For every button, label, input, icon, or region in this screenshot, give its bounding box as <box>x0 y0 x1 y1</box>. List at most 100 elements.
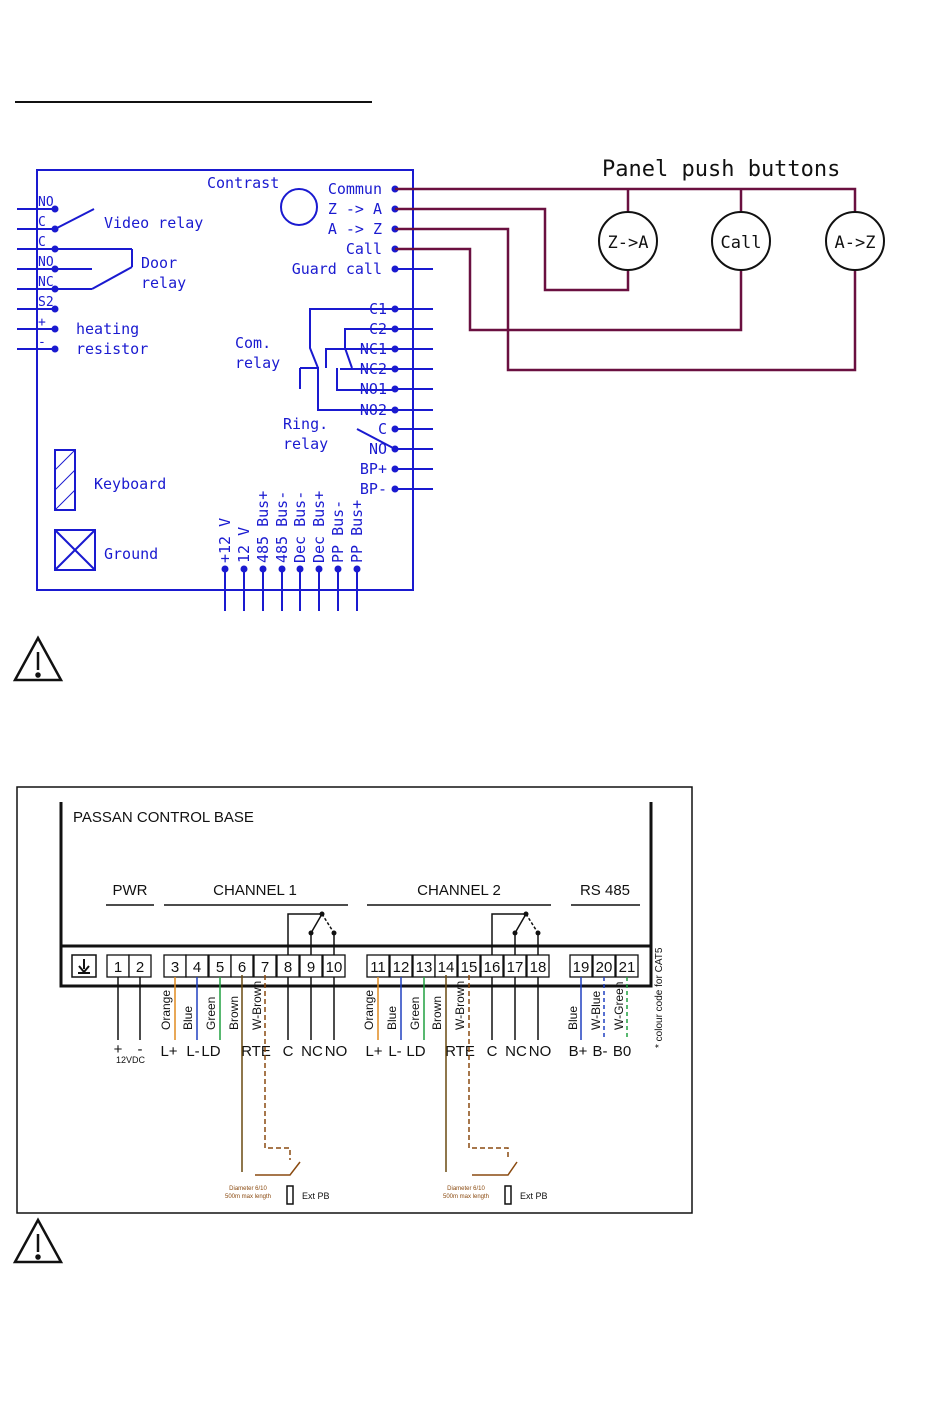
wire-color-label: Brown <box>227 996 241 1030</box>
diameter-note-1a: Diameter 6/10 <box>229 1186 267 1192</box>
ring-relay-label-2: relay <box>283 435 328 453</box>
wire-color-label: Blue <box>181 1006 195 1030</box>
rs485-function-label: B0 <box>613 1043 631 1060</box>
right-terminal-label: BP+ <box>360 460 387 478</box>
ch2-function-label: LD <box>406 1043 425 1060</box>
ch2-function-label: L- <box>388 1043 401 1060</box>
wire-color-label: W-Green <box>612 982 626 1030</box>
rs485-function-label: B- <box>593 1043 608 1060</box>
wire-color-label: Orange <box>159 990 173 1030</box>
contrast-knob <box>280 188 318 226</box>
right-terminal-dot <box>391 465 399 473</box>
left-terminal-dot <box>51 325 59 333</box>
bottom-terminal-dot <box>221 565 229 573</box>
right-terminal-label: NC2 <box>360 360 387 378</box>
panel-wiring-diagram <box>17 169 433 611</box>
ch1-function-label: RTE <box>241 1043 271 1060</box>
button-a-z <box>825 211 885 271</box>
left-terminal-label: NO <box>38 255 54 270</box>
terminal-number: 2 <box>136 959 144 976</box>
left-terminal-dot <box>51 345 59 353</box>
right-terminal-dot <box>391 385 399 393</box>
ch1-function-label: LD <box>201 1043 220 1060</box>
terminal-number: 16 <box>484 959 501 976</box>
contrast-label: Contrast <box>207 174 279 192</box>
video-relay-label: Video relay <box>104 214 203 232</box>
right-terminal-label: Z -> A <box>328 200 382 218</box>
left-terminal-label: + <box>38 315 46 330</box>
terminal-number: 15 <box>461 959 478 976</box>
left-terminal-label: NO <box>38 195 54 210</box>
wire-color-label: Blue <box>385 1006 399 1030</box>
wire-color-label: W-Brown <box>250 981 264 1030</box>
right-terminal-dot <box>391 265 399 273</box>
bottom-terminal-label: 485 Bus+ <box>254 491 272 563</box>
right-terminal-label: C2 <box>369 320 387 338</box>
bottom-terminal-dot <box>353 565 361 573</box>
ch1-function-label: L- <box>186 1043 199 1060</box>
wire-color-label: Orange <box>362 990 376 1030</box>
ch2-function-label: L+ <box>365 1043 382 1060</box>
terminal-number: 6 <box>238 959 246 976</box>
earth-icon <box>78 959 90 974</box>
terminal-number: 17 <box>507 959 524 976</box>
button-z-a-label: Z->A <box>608 233 649 253</box>
bottom-terminal-label: 12 V <box>235 527 253 563</box>
right-terminal-label: NO <box>369 440 387 458</box>
ch2-function-label: NC <box>505 1043 527 1060</box>
heating-label-1: heating <box>76 320 139 338</box>
cat5-note: * colour code for CAT5 <box>654 947 665 1048</box>
right-terminal-label: Call <box>346 240 382 258</box>
com-relay-label-1: Com. <box>235 334 271 352</box>
terminal-number: 12 <box>393 959 410 976</box>
group-channel-2: CHANNEL 2 <box>417 882 501 899</box>
left-terminal-label: C <box>38 215 46 230</box>
wire-color-label: Green <box>204 997 218 1030</box>
bottom-terminal-dot <box>278 565 286 573</box>
right-terminal-label: NC1 <box>360 340 387 358</box>
right-terminal-label: A -> Z <box>328 220 382 238</box>
bottom-terminal-label: Dec Bus- <box>291 491 309 563</box>
group-rs485: RS 485 <box>580 882 630 899</box>
right-terminal-dot <box>391 345 399 353</box>
wire-color-label: W-Brown <box>453 981 467 1030</box>
wire-color-label: Brown <box>430 996 444 1030</box>
terminal-number: 8 <box>284 959 292 976</box>
diameter-note-2a: Diameter 6/10 <box>447 1186 485 1192</box>
bottom-terminal-label: Dec Bus+ <box>310 491 328 563</box>
terminal-number: 1 <box>114 959 122 976</box>
right-terminal-label: NO1 <box>360 380 387 398</box>
terminal-number: 13 <box>416 959 433 976</box>
terminal-number: 14 <box>438 959 455 976</box>
ext-pb-1: Ext PB <box>302 1191 330 1201</box>
keyboard-box <box>54 449 76 511</box>
terminal-number: 3 <box>171 959 179 976</box>
keyboard-label: Keyboard <box>94 475 166 493</box>
ch2-function-label: RTE <box>445 1043 475 1060</box>
pwr-label: + <box>114 1041 123 1058</box>
right-terminal-label: NO2 <box>360 401 387 419</box>
right-terminal-dot <box>391 305 399 313</box>
left-terminal-label: - <box>38 335 46 350</box>
bottom-terminal-dot <box>334 565 342 573</box>
bottom-terminal-label: PP Bus- <box>329 500 347 563</box>
com-relay-label-2: relay <box>235 354 280 372</box>
ext-pb-2: Ext PB <box>520 1191 548 1201</box>
ch1-function-label: L+ <box>160 1043 177 1060</box>
warning-icon <box>12 635 64 682</box>
push-button-wiring <box>395 187 857 372</box>
door-relay-label-2: relay <box>141 274 186 292</box>
ground-box <box>54 529 96 571</box>
terminal-number: 18 <box>530 959 547 976</box>
ch2-function-label: C <box>487 1043 498 1060</box>
right-terminal-dot <box>391 325 399 333</box>
terminal-number: 19 <box>573 959 590 976</box>
heating-label-2: resistor <box>76 340 148 358</box>
control-base-title: PASSAN CONTROL BASE <box>73 809 254 826</box>
left-terminal-label: NC <box>38 275 54 290</box>
ground-label: Ground <box>104 545 158 563</box>
ch1-function-label: C <box>283 1043 294 1060</box>
door-relay-label-1: Door <box>141 254 177 272</box>
bottom-terminal-dot <box>259 565 267 573</box>
